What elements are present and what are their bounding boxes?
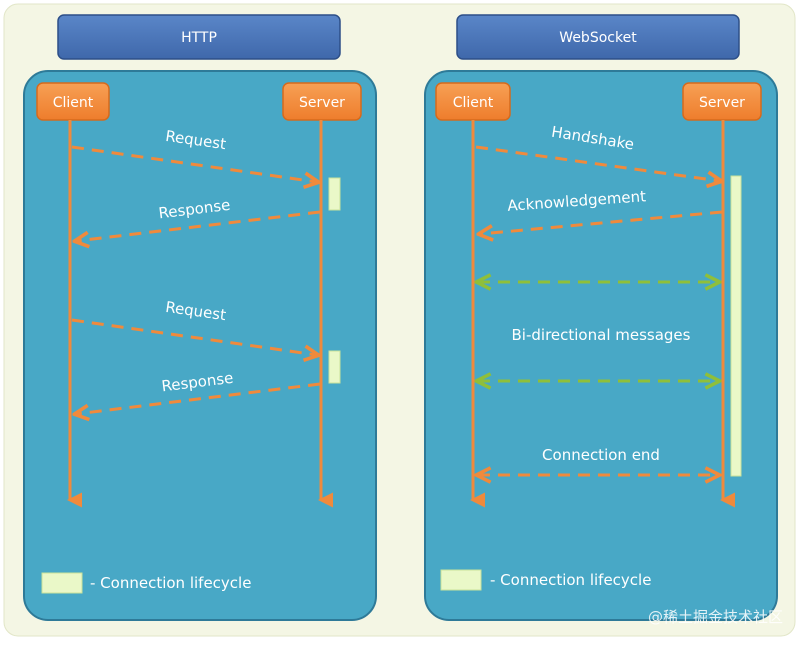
http-client-box <box>36 82 110 121</box>
http-panel: HTTP Client Server Request Response Requ… <box>23 14 377 621</box>
websocket-connection-end-label: Connection end <box>542 446 660 464</box>
websocket-ack-arrow <box>480 210 723 234</box>
websocket-client-label: Client <box>453 95 494 111</box>
http-legend-text: - Connection lifecycle <box>90 574 251 592</box>
watermark-text: @稀土掘金技术社区 <box>648 608 783 626</box>
http-client-label: Client <box>53 95 94 111</box>
http-response-arrow-1 <box>76 210 321 241</box>
http-header <box>57 14 341 60</box>
websocket-title: WebSocket <box>559 30 637 46</box>
http-request-arrow-1 <box>71 145 317 182</box>
websocket-legend-swatch <box>440 569 482 591</box>
http-legend-swatch <box>41 572 83 594</box>
http-lifecycle-bar-2 <box>328 350 341 384</box>
http-lifecycle-bar-1 <box>328 177 341 211</box>
http-title: HTTP <box>181 30 217 46</box>
websocket-legend-text: - Connection lifecycle <box>490 571 651 589</box>
http-panel-body <box>23 70 377 621</box>
websocket-header <box>456 14 740 60</box>
websocket-panel: WebSocket Client Server Handshake Acknow… <box>424 14 778 621</box>
http-response-arrow-2 <box>76 382 321 414</box>
websocket-handshake-arrow <box>475 145 720 181</box>
http-request-arrow-2 <box>71 318 317 355</box>
websocket-server-label: Server <box>699 95 745 111</box>
websocket-bidirectional-label: Bi-directional messages <box>512 326 691 344</box>
http-server-label: Server <box>299 95 345 111</box>
websocket-lifecycle-bar <box>730 175 742 477</box>
